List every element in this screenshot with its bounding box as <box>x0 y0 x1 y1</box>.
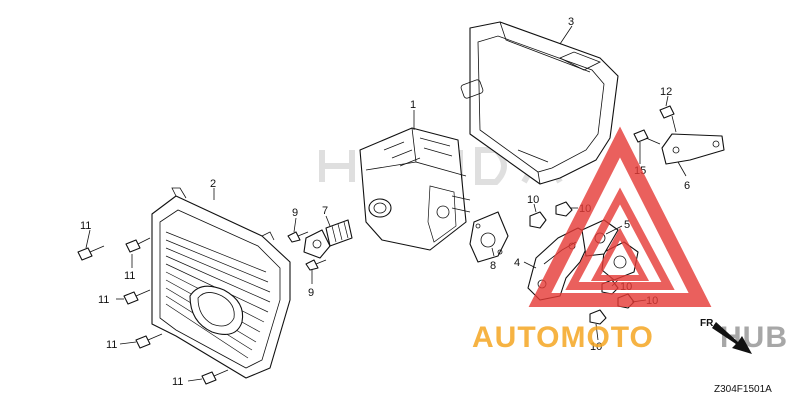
callout-8: 8 <box>490 260 496 272</box>
bolt-11e <box>201 369 229 385</box>
callout-3: 3 <box>568 16 574 28</box>
part-1-muffler <box>359 127 471 251</box>
callout-7: 7 <box>322 205 328 217</box>
diagram-code: Z304F1501A <box>714 384 772 395</box>
callout-11a: 11 <box>80 220 91 232</box>
bolt-11a <box>77 245 105 261</box>
watermark-text-orange: AUTOMOTO <box>472 321 654 354</box>
callout-9b: 9 <box>308 287 314 299</box>
bolt-15 <box>633 129 661 145</box>
screw-9-group <box>287 231 327 271</box>
callout-10a: 10 <box>527 194 539 206</box>
fr-marker: FR. <box>700 318 752 354</box>
callout-11d: 11 <box>106 339 117 351</box>
callout-11e: 11 <box>172 376 183 388</box>
screw-9b <box>305 259 327 271</box>
callout-1: 1 <box>410 99 416 111</box>
part-6-bracket <box>661 133 725 165</box>
bolt-11b <box>125 237 151 253</box>
bolt-11c <box>123 289 151 305</box>
bolt-11-group <box>77 237 229 385</box>
callout-2: 2 <box>210 178 216 190</box>
fr-label: FR. <box>700 318 716 329</box>
part-3-muffler-cover <box>460 21 619 185</box>
callout-6: 6 <box>684 180 690 192</box>
screw-9a <box>287 231 309 243</box>
bolt-12 <box>659 105 677 133</box>
callout-11b: 11 <box>124 270 135 282</box>
callout-5: 5 <box>624 219 630 231</box>
fr-arrow-icon <box>712 322 752 354</box>
bolt-11d <box>135 333 163 349</box>
leader-lines <box>85 25 687 382</box>
callout-11c: 11 <box>98 294 109 306</box>
nut-10a <box>529 211 547 229</box>
part-2-muffler-protector <box>151 187 291 379</box>
part-8-gasket <box>469 211 509 263</box>
callout-10e: 10 <box>590 341 602 353</box>
part-7-spark-arrester <box>303 219 353 259</box>
nut-10b <box>555 201 573 217</box>
callout-4: 4 <box>514 257 520 269</box>
watermark: AUTOMOTO HUB <box>472 126 787 354</box>
callout-12: 12 <box>660 86 672 98</box>
watermark-triangle-icon <box>528 126 712 307</box>
nut-10e <box>589 309 607 325</box>
callout-9a: 9 <box>292 207 298 219</box>
